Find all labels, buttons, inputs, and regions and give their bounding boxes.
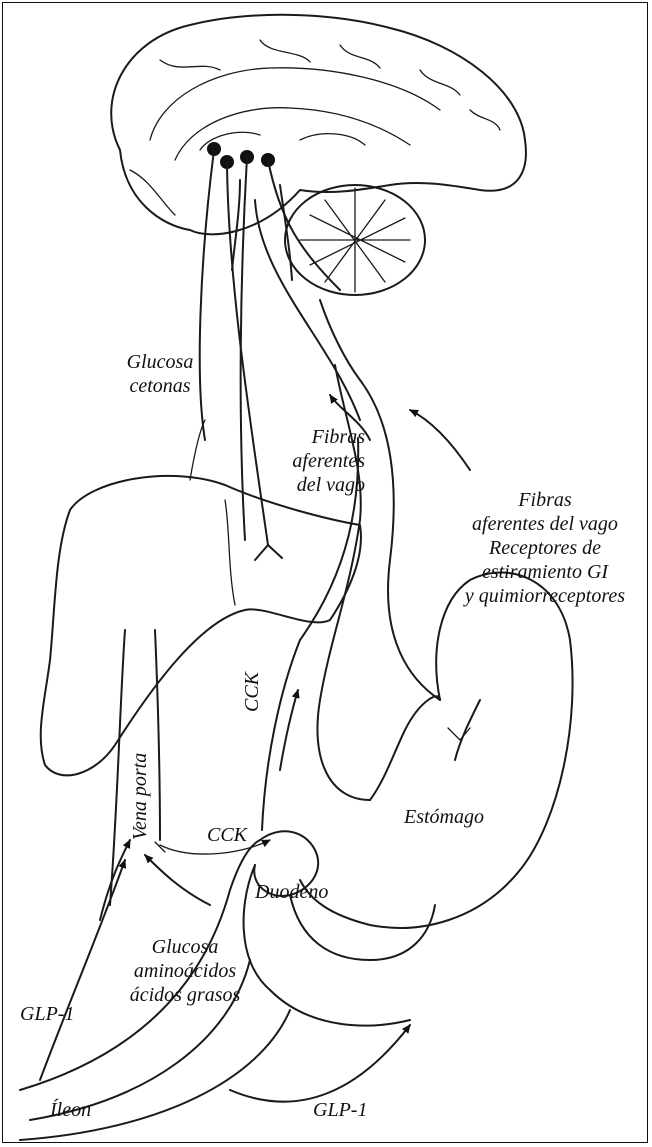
label-line: aferentes del vago xyxy=(440,512,650,536)
label-glp1-left: GLP-1 xyxy=(20,1002,74,1026)
esophagus-stomach xyxy=(300,300,573,928)
label-glucosa-nutrientes: Glucosa aminoácidos ácidos grasos xyxy=(110,935,260,1007)
label-line: del vago xyxy=(240,473,365,497)
label-glp1-bottom: GLP-1 xyxy=(313,1098,367,1122)
label-line: aferentes xyxy=(240,449,365,473)
label-vena-porta: Vena porta xyxy=(128,753,152,840)
label-ileon: Íleon xyxy=(50,1098,91,1122)
label-fibras-aferentes-vago: Fibras aferentes del vago xyxy=(240,425,365,497)
label-line: ácidos grasos xyxy=(110,983,260,1007)
label-line: Glucosa xyxy=(95,350,225,374)
label-estomago: Estómago xyxy=(404,805,484,829)
cerebellum xyxy=(285,185,425,295)
label-fibras-receptores: Fibras aferentes del vago Receptores de … xyxy=(440,488,650,608)
brain-illustration xyxy=(111,15,526,295)
label-line: Receptores de xyxy=(440,536,650,560)
label-line: Fibras xyxy=(440,488,650,512)
label-line: estiramiento GI xyxy=(440,560,650,584)
label-line: y quimiorreceptores xyxy=(440,584,650,608)
label-line: Fibras xyxy=(240,425,365,449)
label-cck-horizontal: CCK xyxy=(207,823,247,847)
label-cck-vertical: CCK xyxy=(240,672,264,712)
label-duodeno: Duodeno xyxy=(255,880,328,904)
label-line: Glucosa xyxy=(110,935,260,959)
label-glucosa-cetonas: Glucosa cetonas xyxy=(95,350,225,398)
label-line: aminoácidos xyxy=(110,959,260,983)
label-line: cetonas xyxy=(95,374,225,398)
